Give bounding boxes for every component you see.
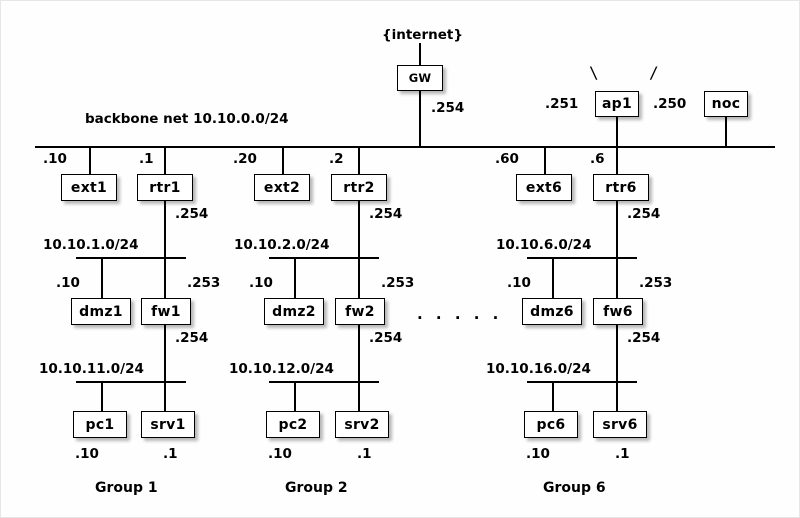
ip-ext1: .10 bbox=[43, 151, 67, 167]
ip-ext2: .20 bbox=[233, 151, 257, 167]
backbone-bus-line bbox=[35, 146, 775, 148]
node-rtr2[interactable]: rtr2 bbox=[331, 174, 387, 201]
node-noc[interactable]: noc bbox=[704, 91, 748, 117]
link-backbone-to-ext1 bbox=[89, 146, 91, 174]
link-fw6-to-lannet6 bbox=[616, 325, 618, 381]
ip-gw-backbone: .254 bbox=[431, 100, 465, 116]
ip-fw2: .253 bbox=[381, 275, 415, 291]
link-rtr1-to-dmznet1 bbox=[164, 201, 166, 257]
ip-fw6: .253 bbox=[639, 275, 673, 291]
ip-pc1: .10 bbox=[75, 446, 99, 462]
link-backbone-to-ext6 bbox=[544, 146, 546, 174]
ip-rtr1: .1 bbox=[139, 151, 154, 167]
node-ap1[interactable]: ap1 bbox=[595, 91, 639, 117]
ip-rtr6: .6 bbox=[590, 151, 605, 167]
lan2-bus-line bbox=[269, 381, 379, 383]
link-noc-to-backbone bbox=[725, 117, 727, 147]
link-internet-to-gw bbox=[419, 43, 421, 65]
ip-ap1-right: .250 bbox=[653, 96, 687, 112]
net-label-lan6: 10.10.16.0/24 bbox=[486, 361, 591, 377]
ip-fw6-down: .254 bbox=[627, 330, 661, 346]
ip-srv2: .1 bbox=[357, 446, 372, 462]
link-backbone-to-ext2 bbox=[282, 146, 284, 174]
ip-fw2-down: .254 bbox=[369, 330, 403, 346]
node-rtr1[interactable]: rtr1 bbox=[137, 174, 193, 201]
lan6-bus-line bbox=[527, 381, 637, 383]
link-lannet6-to-pc6 bbox=[552, 381, 554, 411]
ip-dmz1: .10 bbox=[56, 275, 80, 291]
node-dmz2[interactable]: dmz2 bbox=[264, 298, 324, 325]
link-dmznet1-to-dmz1 bbox=[101, 257, 103, 298]
link-dmznet1-to-fw1 bbox=[164, 257, 166, 298]
ip-dmz2: .10 bbox=[249, 275, 273, 291]
ip-ext6: .60 bbox=[495, 151, 519, 167]
link-dmznet6-to-fw6 bbox=[616, 257, 618, 298]
link-lannet6-to-srv6 bbox=[616, 381, 618, 411]
node-srv6[interactable]: srv6 bbox=[593, 411, 647, 438]
dmz1-bus-line bbox=[76, 257, 186, 259]
node-rtr6[interactable]: rtr6 bbox=[593, 174, 649, 201]
net-label-dmz2: 10.10.2.0/24 bbox=[234, 237, 330, 253]
antenna-left-icon: \ bbox=[589, 63, 599, 82]
net-label-lan1: 10.10.11.0/24 bbox=[39, 361, 144, 377]
link-lannet1-to-pc1 bbox=[101, 381, 103, 411]
node-fw1[interactable]: fw1 bbox=[141, 298, 191, 325]
ip-rtr2-down: .254 bbox=[369, 206, 403, 222]
link-lannet2-to-srv2 bbox=[358, 381, 360, 411]
ip-rtr1-down: .254 bbox=[175, 206, 209, 222]
group-title-2: Group 2 bbox=[285, 480, 348, 496]
ip-pc2: .10 bbox=[268, 446, 292, 462]
ip-rtr2: .2 bbox=[329, 151, 344, 167]
node-pc1[interactable]: pc1 bbox=[73, 411, 127, 438]
node-srv1[interactable]: srv1 bbox=[141, 411, 195, 438]
ip-rtr6-down: .254 bbox=[627, 206, 661, 222]
ip-srv1: .1 bbox=[163, 446, 178, 462]
link-rtr2-to-dmznet2 bbox=[358, 201, 360, 257]
node-fw2[interactable]: fw2 bbox=[335, 298, 385, 325]
link-backbone-to-rtr2 bbox=[358, 146, 360, 174]
link-backbone-to-rtr1 bbox=[164, 146, 166, 174]
node-ext6[interactable]: ext6 bbox=[516, 174, 572, 201]
group-title-6: Group 6 bbox=[543, 480, 606, 496]
link-lannet2-to-pc2 bbox=[294, 381, 296, 411]
ip-fw1: .253 bbox=[187, 275, 221, 291]
node-dmz6[interactable]: dmz6 bbox=[522, 298, 582, 325]
link-rtr6-to-dmznet6 bbox=[616, 201, 618, 257]
link-dmznet6-to-dmz6 bbox=[552, 257, 554, 298]
link-backbone-to-rtr6 bbox=[616, 146, 618, 174]
internet-cloud-label: {internet} bbox=[382, 27, 463, 43]
node-ext1[interactable]: ext1 bbox=[61, 174, 117, 201]
link-gw-to-backbone bbox=[419, 91, 421, 147]
net-label-dmz1: 10.10.1.0/24 bbox=[43, 237, 139, 253]
node-dmz1[interactable]: dmz1 bbox=[71, 298, 131, 325]
node-fw6[interactable]: fw6 bbox=[593, 298, 643, 325]
link-fw2-to-lannet2 bbox=[358, 325, 360, 381]
node-gw[interactable]: GW bbox=[397, 65, 443, 91]
dmz2-bus-line bbox=[269, 257, 379, 259]
link-lannet1-to-srv1 bbox=[164, 381, 166, 411]
ip-ap1-left: .251 bbox=[545, 96, 579, 112]
link-fw1-to-lannet1 bbox=[164, 325, 166, 381]
ip-pc6: .10 bbox=[526, 446, 550, 462]
link-dmznet2-to-dmz2 bbox=[294, 257, 296, 298]
group-title-1: Group 1 bbox=[95, 480, 158, 496]
groups-ellipsis: . . . . . bbox=[417, 305, 503, 323]
ip-srv6: .1 bbox=[615, 446, 630, 462]
node-ext2[interactable]: ext2 bbox=[254, 174, 310, 201]
node-srv2[interactable]: srv2 bbox=[335, 411, 389, 438]
lan1-bus-line bbox=[76, 381, 186, 383]
node-pc2[interactable]: pc2 bbox=[266, 411, 320, 438]
dmz6-bus-line bbox=[527, 257, 637, 259]
ip-fw1-down: .254 bbox=[175, 330, 209, 346]
net-label-lan2: 10.10.12.0/24 bbox=[229, 361, 334, 377]
link-dmznet2-to-fw2 bbox=[358, 257, 360, 298]
backbone-net-label: backbone net 10.10.0.0/24 bbox=[85, 111, 289, 127]
net-label-dmz6: 10.10.6.0/24 bbox=[496, 237, 592, 253]
node-pc6[interactable]: pc6 bbox=[524, 411, 578, 438]
link-ap1-to-backbone bbox=[616, 117, 618, 147]
antenna-right-icon: / bbox=[649, 63, 659, 82]
ip-dmz6: .10 bbox=[507, 275, 531, 291]
